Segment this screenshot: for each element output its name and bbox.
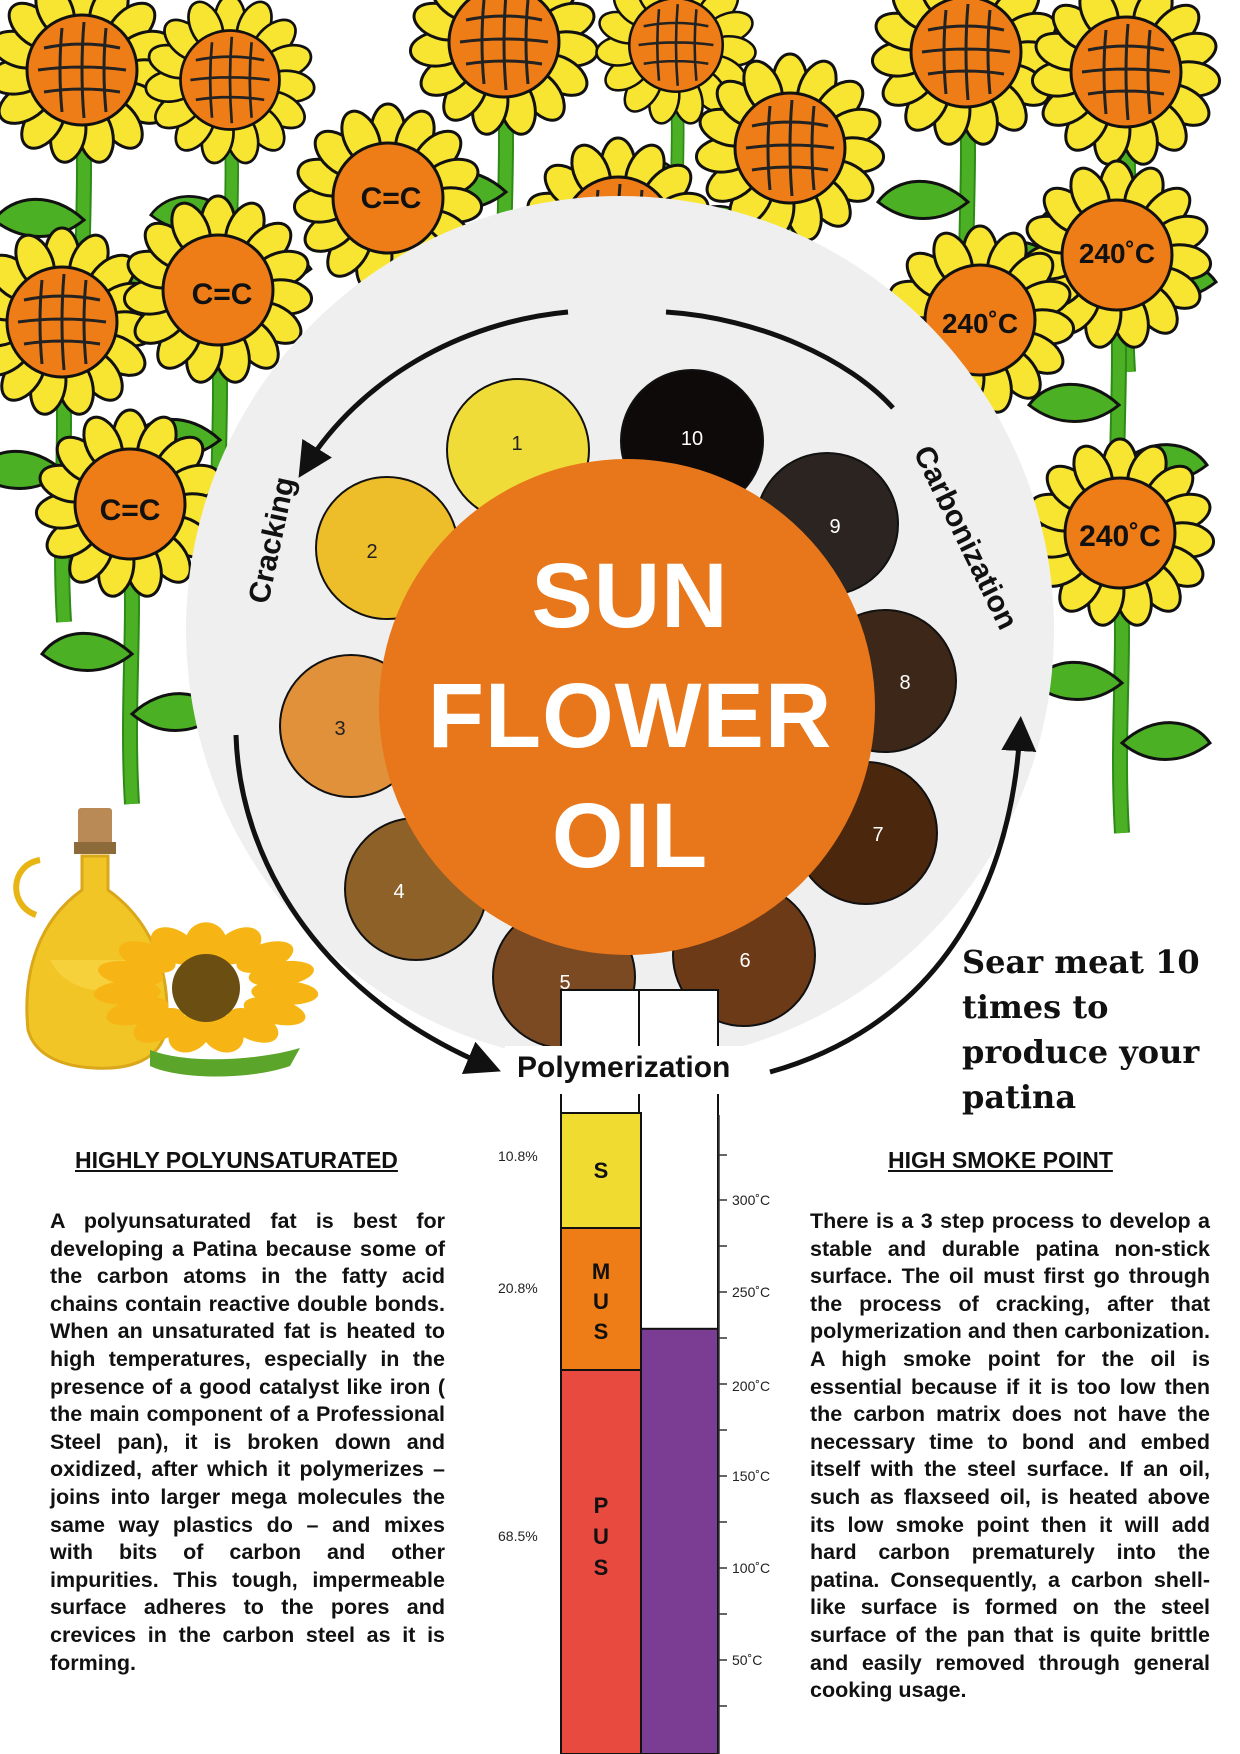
temp-tick-label: 50˚C [732,1652,763,1668]
patina-step-number: 3 [334,718,346,740]
temp-tick-label: 200˚C [732,1378,771,1394]
double-bond-label: C=C [100,494,161,527]
patina-step-number: 5 [559,972,571,994]
mus-label: MUS [591,1259,611,1344]
title-line-3: OIL [551,785,709,887]
temp-tick-label: 300˚C [732,1192,771,1208]
temp-tick-label: 150˚C [732,1468,771,1484]
temp-tick-label: 250˚C [732,1284,771,1300]
arrow-top-right [665,309,895,410]
temperature-label: 240˚C [1079,520,1161,553]
patina-step-number: 8 [899,672,911,694]
patina-step-number: 4 [393,881,405,903]
pus-label: PUS [593,1493,609,1580]
patina-step-number: 10 [680,428,704,450]
double-bond-label: C=C [192,278,253,311]
left-heading: HIGHLY POLYUNSATURATED [75,1147,398,1173]
bar-polyunsaturated [560,1369,642,1754]
temp-tick-label: 100˚C [732,1560,771,1576]
right-heading: HIGH SMOKE POINT [888,1147,1113,1173]
temperature-axis [718,1115,727,1754]
smoke-point-bar [640,1327,719,1754]
patina-step-number: 9 [829,516,841,538]
saturated-percent: 10.8% [498,1148,538,1164]
sear-note: Sear meat 10 times to produce your patin… [962,943,1200,1116]
title-line-2: FLOWER [427,665,833,767]
arrow-to-carbonization [769,716,1037,1075]
right-body: There is a 3 step process to develop a s… [810,1209,1210,1703]
polymerization-label: Polymerization [517,1051,731,1084]
arrow-to-polymerization [233,734,501,1075]
patina-step-number: 2 [366,541,378,563]
fat-composition-bar [560,1112,642,1754]
mus-percent: 20.8% [498,1280,538,1296]
double-bond-label: C=C [361,182,422,215]
title-line-1: SUN [531,545,729,647]
title-circle [379,459,875,955]
oil-bottle-image [13,808,321,1077]
patina-step-number: 7 [872,824,884,846]
cycle-arrows [233,309,1037,1075]
polymerization-box [505,1046,755,1094]
saturated-label: S [593,1158,609,1183]
temperature-label: 240˚C [942,308,1018,339]
pus-percent: 68.5% [498,1528,538,1544]
patina-step-number: 1 [511,433,523,455]
left-body: A polyunsaturated fat is best for develo… [50,1209,445,1675]
patina-step-number: 6 [739,950,751,972]
bar-saturated [560,1112,642,1229]
temperature-label: 240˚C [1079,238,1155,269]
arrow-to-cracking [298,309,569,478]
